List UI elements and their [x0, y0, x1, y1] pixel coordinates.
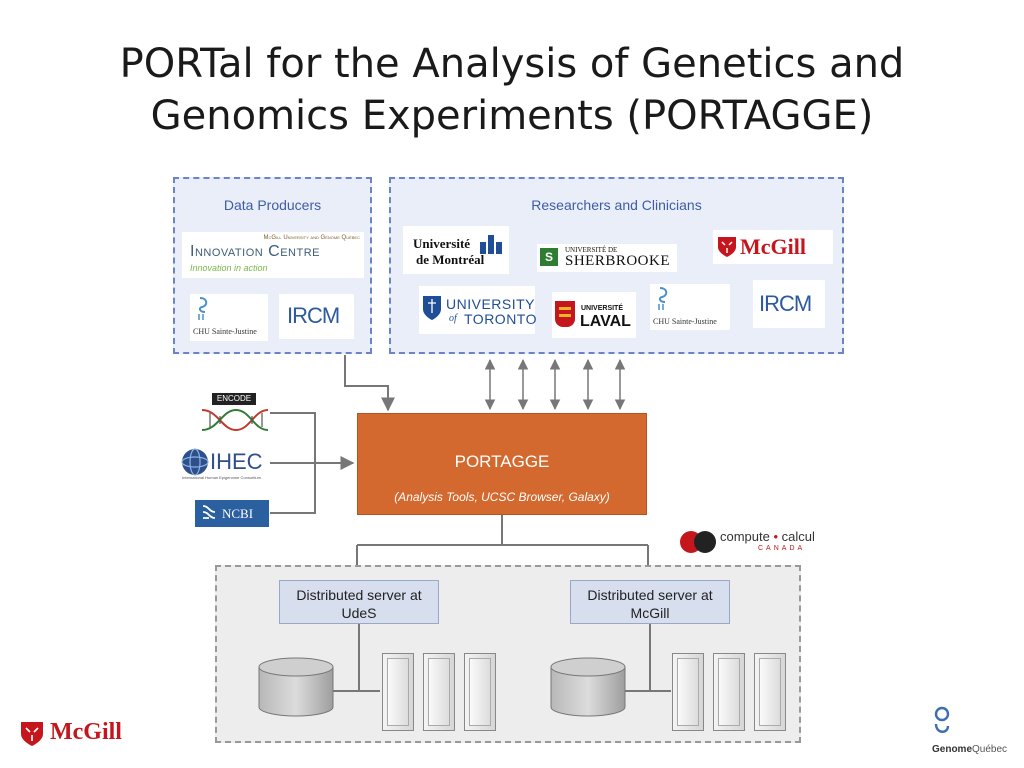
universite-de-montreal-logo: Université de Montréal	[403, 226, 509, 274]
laval-small: UNIVERSITÉ	[581, 305, 624, 312]
ircm-label: IRCM	[287, 303, 340, 328]
chu-sainte-justine-label: CHU Sainte-Justine	[193, 327, 257, 336]
compute-dot: •	[769, 529, 782, 544]
mcgill-shield-icon	[718, 237, 736, 257]
chu-sainte-justine-label-2: CHU Sainte-Justine	[653, 317, 717, 326]
universite-laval-logo: UNIVERSITÉ LAVAL	[552, 292, 636, 338]
udem-line2: de Montréal	[416, 252, 485, 267]
data-producers-panel: Data Producers McGill University and Gén…	[173, 177, 372, 354]
calcul-word: calcul	[781, 529, 815, 544]
udem-building-icon	[480, 235, 502, 254]
ihec-subtitle: International Human Epigenome Consortium	[182, 475, 261, 480]
server-rack-mcgill-1	[672, 653, 704, 731]
universite-de-sherbrooke-logo: S UNIVERSITÉ DE SHERBROOKE	[537, 244, 677, 272]
ncbi-icon	[202, 505, 216, 519]
uoft-line2: TORONTO	[464, 311, 537, 327]
compute-word: compute	[720, 529, 770, 544]
compute-canada-logo: compute • calcul CANADA	[678, 527, 838, 559]
data-producers-title: Data Producers	[223, 197, 322, 213]
page-title: PORTal for the Analysis of Genetics and …	[119, 41, 905, 139]
ihec-globe-icon	[181, 448, 209, 476]
chu-swirl-icon	[198, 297, 208, 320]
footer-mcgill-logo: McGill	[20, 719, 150, 755]
sherbrooke-emblem-icon: S	[540, 248, 558, 266]
compute-line1: compute • calcul	[720, 529, 815, 544]
database-icon-udes	[258, 657, 334, 717]
ircm-logo: IRCM	[279, 294, 354, 339]
ncbi-label: NCBI	[222, 506, 254, 521]
footer-genome-quebec-logo: GenomeQuébec	[930, 706, 1010, 762]
ihec-logo: IHEC International Human Epigenome Conso…	[180, 445, 272, 481]
mcgill-logo: McGill	[713, 230, 833, 264]
sherbrooke-small: UNIVERSITÉ DE	[565, 246, 618, 254]
quebec-word: Québec	[972, 744, 1008, 755]
innovation-centre-logo: McGill University and Génome Québec Inno…	[182, 232, 364, 278]
laval-big: LAVAL	[580, 313, 631, 330]
genome-quebec-wordmark: GenomeQuébec	[932, 744, 1007, 755]
udem-line1: Université	[413, 236, 471, 251]
uoft-line1: UNIVERSITY	[446, 296, 536, 312]
dna-helix-icon	[201, 408, 269, 432]
mcgill-wordmark: McGill	[740, 234, 806, 259]
ihec-label: IHEC	[210, 449, 263, 474]
server-label-mcgill: Distributed server at McGill	[570, 580, 730, 624]
chu-sainte-justine-logo: CHU Sainte-Justine	[190, 294, 268, 341]
server-rack-mcgill-3	[754, 653, 786, 731]
genome-quebec-icon	[934, 706, 950, 733]
portagge-box: PORTAGGE (Analysis Tools, UCSC Browser, …	[357, 413, 647, 515]
chu-sainte-justine-logo-2: CHU Sainte-Justine	[650, 284, 730, 330]
ircm-logo-2: IRCM	[753, 280, 825, 328]
chu-swirl-icon-2	[658, 287, 668, 310]
portagge-subtitle: (Analysis Tools, UCSC Browser, Galaxy)	[394, 490, 610, 504]
encode-logo: ENCODE	[200, 393, 270, 435]
innovation-centre-tagline: Innovation in action	[190, 263, 268, 273]
server-rack-udes-2	[423, 653, 455, 731]
sherbrooke-big: SHERBROOKE	[565, 253, 671, 269]
uoft-of: of	[449, 313, 457, 324]
uoft-crest-icon	[423, 296, 441, 320]
compute-canada-line2: CANADA	[758, 545, 806, 552]
producers-arrow	[344, 355, 395, 412]
footer-mcgill-wordmark: McGill	[50, 719, 122, 745]
database-icon-mcgill	[550, 657, 626, 717]
footer-mcgill-shield-icon	[21, 722, 43, 746]
server-rack-udes-1	[382, 653, 414, 731]
server-rack-udes-3	[464, 653, 496, 731]
server-label-udes: Distributed server at UdeS	[279, 580, 439, 624]
laval-shield-icon	[555, 301, 575, 327]
distributed-servers-panel: Distributed server at UdeS Distributed s…	[215, 565, 801, 743]
innovation-centre-name: Innovation Centre	[190, 243, 320, 260]
researchers-clinicians-title: Researchers and Clinicians	[531, 197, 702, 213]
server-rack-mcgill-2	[713, 653, 745, 731]
researchers-clinicians-panel: Researchers and Clinicians Université de…	[389, 177, 844, 354]
university-of-toronto-logo: UNIVERSITY of TORONTO	[419, 286, 537, 334]
encode-label: ENCODE	[212, 393, 256, 405]
server-connectors	[331, 624, 671, 692]
ircm-label-2: IRCM	[759, 291, 812, 316]
ncbi-logo: NCBI	[195, 500, 269, 527]
encode-connector	[270, 412, 316, 463]
portagge-name: PORTAGGE	[454, 452, 550, 471]
compute-canada-circle-dark	[694, 531, 716, 553]
genome-word: Genome	[932, 744, 973, 755]
innovation-centre-affiliation: McGill University and Génome Québec	[263, 235, 360, 241]
ncbi-connector	[270, 463, 316, 514]
